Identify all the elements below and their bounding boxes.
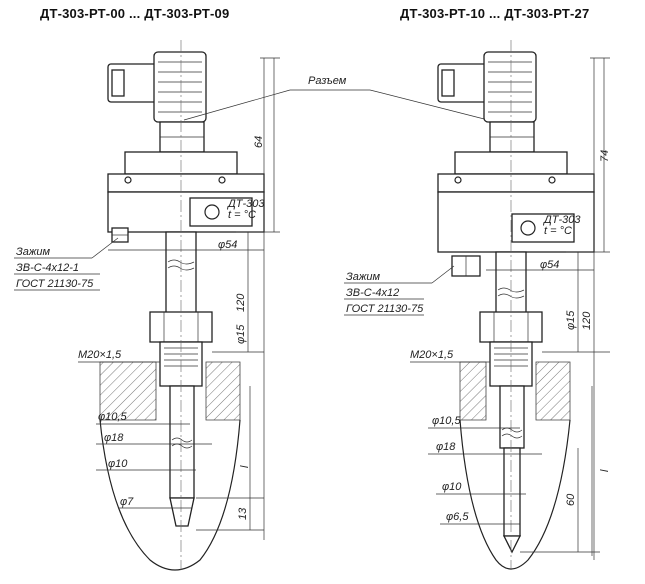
left-dim-l: l xyxy=(239,465,251,468)
left-nameplate xyxy=(189,197,253,227)
left-probe xyxy=(169,385,195,499)
right-nameplate xyxy=(511,213,575,243)
right-dim-d18: φ18 xyxy=(436,441,456,453)
left-dim-d54: φ54 xyxy=(218,239,237,251)
connector-label: Разъем xyxy=(308,75,347,87)
right-clamp-label-2: ЗВ-С-4х12 xyxy=(346,287,399,299)
left-dim-64: 64 xyxy=(253,136,265,148)
left-socket-hatch-right xyxy=(205,361,241,421)
right-sensor: ДТ-303 t = °C 74 φ54 xyxy=(344,40,611,570)
left-dim-d7: φ7 xyxy=(120,496,134,508)
left-plate-model: ДТ-303 xyxy=(226,198,265,210)
right-dim-120: 120 xyxy=(581,311,593,330)
left-plate-temp: t = °C xyxy=(228,209,256,221)
right-dim-74: 74 xyxy=(599,150,611,162)
right-plate-model: ДТ-303 xyxy=(542,214,581,226)
right-dim-d10: φ10 xyxy=(442,481,462,493)
right-clamp-label-1: Зажим xyxy=(346,271,381,283)
right-probe-lower xyxy=(503,447,521,537)
right-dim-d65: φ6,5 xyxy=(446,511,469,523)
left-dim-thread: M20×1,5 xyxy=(78,349,122,361)
left-dim-13: 13 xyxy=(237,507,249,520)
right-probe-tip xyxy=(502,535,522,554)
right-logo-icon xyxy=(520,220,536,236)
right-dim-d15: φ15 xyxy=(565,310,577,330)
left-connector xyxy=(107,51,207,123)
right-dim-d105: φ10,5 xyxy=(432,415,461,427)
left-probe-tip xyxy=(169,497,195,527)
left-dim-d18: φ18 xyxy=(104,432,124,444)
left-clamp-label-2: ЗВ-С-4х12-1 xyxy=(16,262,79,274)
right-dim-thread: M20×1,5 xyxy=(410,349,454,361)
title-right: ДТ-303-РТ-10 ... ДТ-303-РТ-27 xyxy=(400,6,590,21)
left-clamp-label-3: ГОСТ 21130-75 xyxy=(16,278,94,290)
left-clamp-label-1: Зажим xyxy=(16,246,51,258)
right-housing-flange xyxy=(437,173,595,193)
left-sensor: ДТ-303 t = °C 64 xyxy=(14,40,280,571)
right-clamp-label-3: ГОСТ 21130-75 xyxy=(346,303,424,315)
left-logo-icon xyxy=(204,204,220,220)
right-connector xyxy=(437,51,537,123)
right-plate-temp: t = °C xyxy=(544,225,572,237)
right-socket-hatch-right xyxy=(535,361,571,421)
connector-callout: Разъем xyxy=(183,75,497,123)
left-dim-120: 120 xyxy=(235,293,247,312)
right-probe xyxy=(499,385,525,449)
left-dim-d10: φ10 xyxy=(108,458,128,470)
right-dim-d54: φ54 xyxy=(540,259,559,271)
left-dim-d105: φ10,5 xyxy=(98,411,127,423)
right-socket-hatch-left xyxy=(459,361,487,421)
right-dim-l: l xyxy=(599,469,611,472)
right-dim-60: 60 xyxy=(565,493,577,506)
left-dim-d15: φ15 xyxy=(235,324,247,344)
title-left: ДТ-303-РТ-00 ... ДТ-303-РТ-09 xyxy=(40,6,230,21)
left-housing-flange xyxy=(107,173,265,193)
